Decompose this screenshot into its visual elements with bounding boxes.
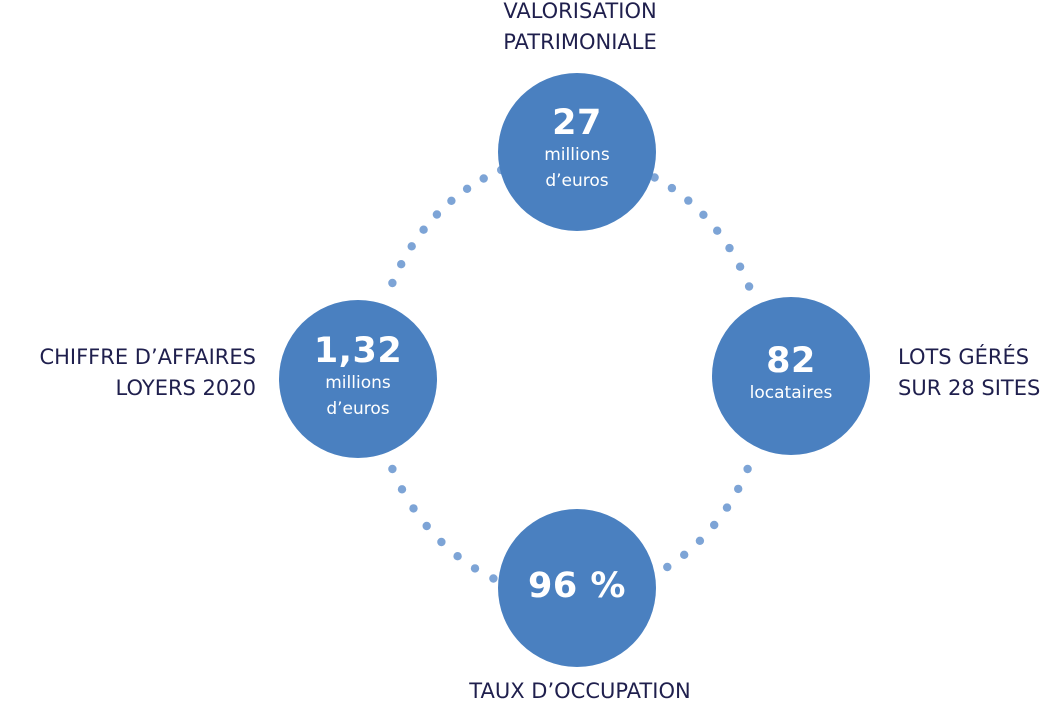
dot-lower-left — [489, 574, 498, 583]
stat-value-taux-occupation: 96 % — [528, 566, 626, 606]
dot-upper-right — [667, 183, 677, 193]
dot-upper-right — [713, 226, 722, 235]
stat-unit-chiffre-affaires: millions d’euros — [325, 373, 391, 419]
dot-upper-left — [432, 210, 442, 219]
stat-circle-taux-occupation: 96 % — [498, 509, 656, 667]
stat-circle-chiffre-affaires: 1,32 millions d’euros — [279, 300, 437, 458]
dot-upper-left — [462, 184, 472, 193]
dot-lower-right — [663, 562, 672, 572]
dot-lower-right — [680, 550, 689, 559]
label-chiffre-affaires: CHIFFRE D’AFFAIRES LOYERS 2020 — [39, 345, 256, 400]
stat-value-chiffre-affaires: 1,32 — [313, 331, 403, 371]
label-valorisation-patrimoniale: VALORISATION PATRIMONIALE — [503, 0, 657, 54]
dot-upper-right — [735, 262, 745, 271]
dot-lower-left — [409, 504, 418, 513]
dot-lower-right — [722, 503, 732, 512]
stat-unit-valorisation: millions d’euros — [544, 145, 610, 191]
dot-upper-left — [447, 196, 456, 205]
dot-upper-right — [684, 196, 693, 205]
stat-value-valorisation: 27 — [552, 103, 602, 143]
dot-upper-right — [650, 173, 659, 182]
stat-unit-lots: locataires — [749, 383, 833, 403]
dot-upper-right — [744, 282, 754, 291]
dot-upper-right — [725, 243, 734, 253]
dot-upper-right — [699, 210, 708, 219]
label-taux-occupation: TAUX D’OCCUPATION — [469, 679, 691, 703]
dot-lower-left — [470, 564, 480, 573]
dot-lower-left — [397, 485, 407, 494]
dot-upper-left — [388, 278, 397, 288]
dot-lower-right — [695, 536, 705, 545]
dot-lower-right — [710, 520, 719, 530]
dot-upper-left — [419, 225, 428, 234]
dot-lower-left — [422, 521, 431, 531]
stat-circle-valorisation: 27 millions d’euros — [498, 73, 656, 231]
dot-lower-left — [437, 537, 446, 547]
stat-circle-lots: 82 locataires — [712, 297, 870, 455]
dot-lower-right — [734, 484, 743, 494]
dot-lower-left — [388, 464, 397, 474]
dot-upper-left — [397, 260, 406, 269]
stat-value-lots: 82 — [766, 341, 816, 381]
label-lots-geres: LOTS GÉRÉS SUR 28 SITES — [898, 345, 1041, 400]
dot-lower-left — [453, 552, 462, 561]
dot-upper-left — [407, 242, 416, 251]
dot-upper-left — [479, 174, 488, 183]
dot-lower-right — [743, 464, 752, 474]
